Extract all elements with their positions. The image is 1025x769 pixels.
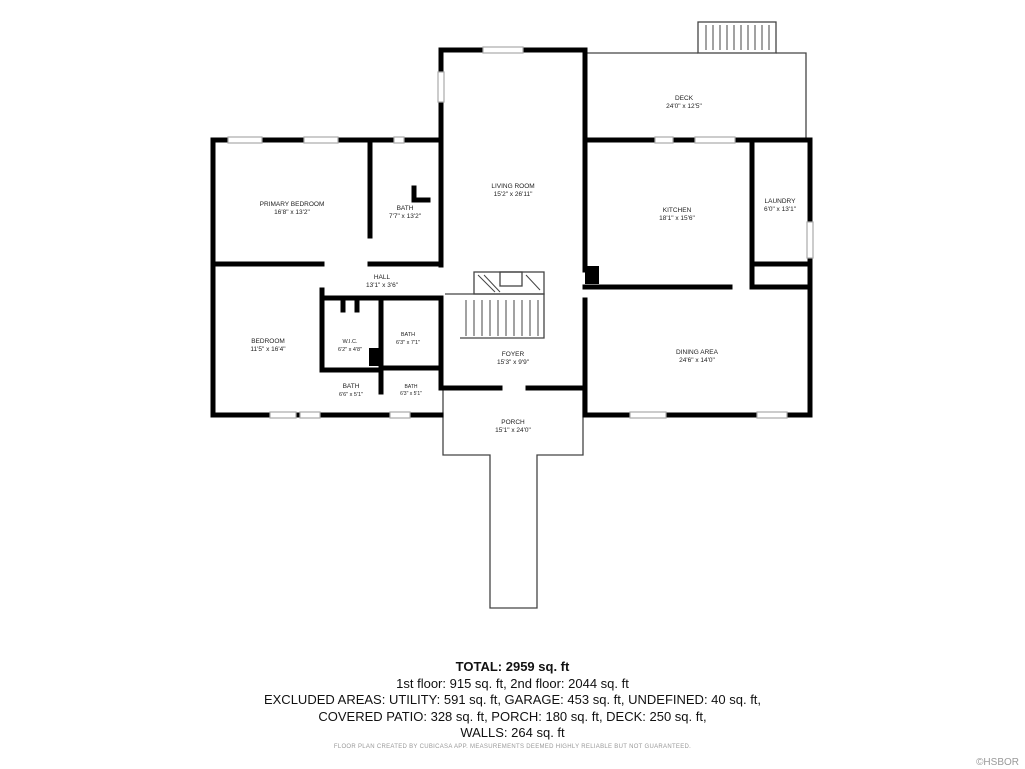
excluded-areas: EXCLUDED AREAS: UTILITY: 591 sq. ft, GAR…	[263, 692, 762, 707]
room-kitchen: KITCHEN 18'1" x 15'6"	[659, 207, 695, 222]
room-wic: W.I.C. 6'2" x 4'8"	[338, 339, 362, 353]
room-laundry: LAUNDRY 6'0" x 13'1"	[764, 198, 797, 213]
room-primary-bedroom: PRIMARY BEDROOM 16'8" x 13'2"	[260, 201, 325, 216]
patio-porch-deck-areas: COVERED PATIO: 328 sq. ft, PORCH: 180 sq…	[318, 708, 707, 724]
room-dining-area: DINING AREA 24'6" x 14'0"	[676, 349, 719, 364]
watermark: ©HSBOR	[976, 757, 1019, 768]
deck-name: DECK	[675, 95, 694, 102]
primary-bedroom-dims: 16'8" x 13'2"	[274, 209, 310, 216]
bedroom-wing-walls	[210, 287, 444, 419]
room-bath-half: BATH 6'3" x 5'1"	[400, 384, 422, 397]
living-room-dims: 15'2" x 26'11"	[494, 191, 533, 198]
bath-half-name: BATH	[405, 384, 418, 390]
room-living-room: LIVING ROOM 15'2" x 26'11"	[491, 183, 534, 198]
porch-name: PORCH	[501, 419, 525, 426]
interior-stairs	[445, 271, 545, 339]
laundry-name: LAUNDRY	[765, 198, 797, 205]
room-bedroom: BEDROOM 11'5" x 16'4"	[250, 338, 286, 353]
bedroom-name: BEDROOM	[251, 338, 285, 345]
area-summary: TOTAL: 2959 sq. ft 1st floor: 915 sq. ft…	[0, 659, 1025, 742]
living-room-name: LIVING ROOM	[491, 183, 534, 190]
foyer-dims: 15'3" x 9'9"	[497, 359, 530, 366]
porch-dims: 15'1" x 24'0"	[495, 427, 531, 434]
living-room-walls	[437, 46, 588, 391]
total-area: TOTAL: 2959 sq. ft	[455, 659, 570, 674]
room-porch: PORCH 15'1" x 24'0"	[495, 419, 531, 434]
walls-area: WALLS: 264 sq. ft	[460, 725, 565, 740]
laundry-dims: 6'0" x 13'1"	[764, 206, 797, 213]
bath-primary-name: BATH	[397, 205, 414, 212]
hall-name: HALL	[374, 274, 391, 281]
kitchen-dims: 18'1" x 15'6"	[659, 215, 695, 222]
primary-bedroom-name: PRIMARY BEDROOM	[260, 201, 325, 208]
bath-small-name: BATH	[401, 332, 415, 338]
porch-outline	[442, 390, 584, 609]
room-bath-primary: BATH 7'7" x 13'2"	[389, 205, 422, 220]
bath-bedroom-name: BATH	[343, 383, 360, 390]
deck-stairs	[705, 25, 770, 50]
bath-small-dims: 6'3" x 7'1"	[396, 340, 420, 346]
room-bath-small: BATH 6'3" x 7'1"	[396, 332, 420, 346]
hall-dims: 13'1" x 3'6"	[366, 282, 399, 289]
kitchen-name: KITCHEN	[663, 207, 692, 214]
room-bath-bedroom: BATH 6'6" x 5'1"	[339, 383, 363, 398]
bath-bedroom-dims: 6'6" x 5'1"	[339, 392, 363, 398]
dining-area-name: DINING AREA	[676, 349, 719, 356]
room-deck: DECK 24'0" x 12'5"	[666, 95, 702, 110]
kitchen-dining-walls	[582, 136, 814, 419]
room-hall: HALL 13'1" x 3'6"	[366, 274, 399, 289]
primary-wing-walls	[210, 136, 444, 418]
disclaimer: FLOOR PLAN CREATED BY CUBICASA APP. MEAS…	[333, 744, 692, 750]
bath-half-dims: 6'3" x 5'1"	[400, 391, 422, 397]
bath-primary-dims: 7'7" x 13'2"	[389, 213, 422, 220]
room-foyer: FOYER 15'3" x 9'9"	[497, 351, 530, 366]
floor-areas: 1st floor: 915 sq. ft, 2nd floor: 2044 s…	[396, 675, 629, 691]
wic-dims: 6'2" x 4'8"	[338, 347, 362, 353]
dining-area-dims: 24'6" x 14'0"	[679, 357, 715, 364]
bedroom-dims: 11'5" x 16'4"	[250, 346, 286, 353]
foyer-name: FOYER	[502, 351, 525, 358]
deck-dims: 24'0" x 12'5"	[666, 103, 702, 110]
wic-name: W.I.C.	[343, 339, 358, 345]
deck-outline	[584, 21, 807, 138]
